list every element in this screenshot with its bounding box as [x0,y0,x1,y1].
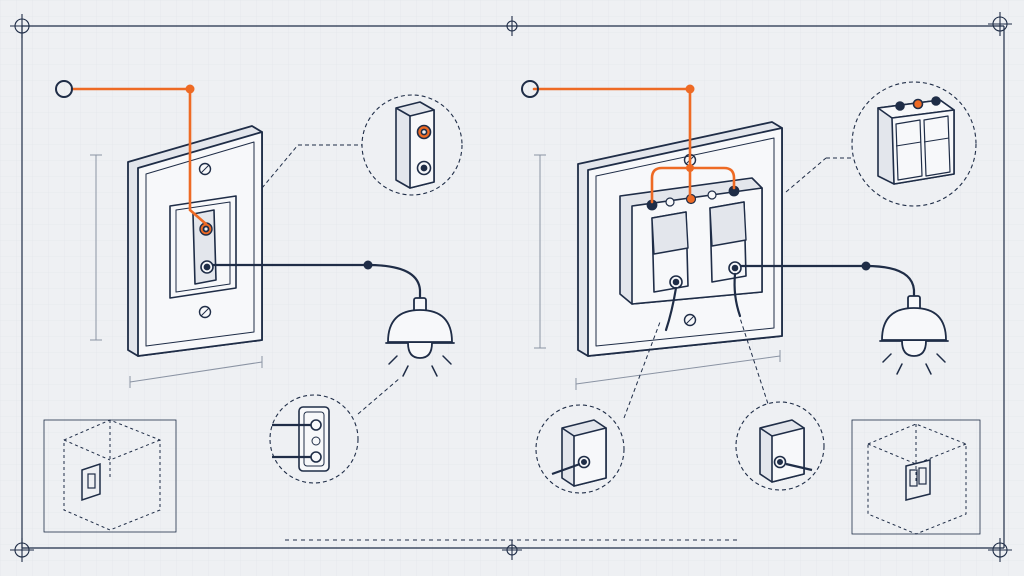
corner-crosshair-icon [10,12,1012,562]
zoom-callout-icon [261,94,463,196]
wire-junction-dot [685,84,695,94]
double-switch-panel [521,80,981,535]
live-wire-left [70,87,208,226]
switch-box-3d-icon [43,419,177,533]
zoom-callout-icon [785,81,977,207]
dimension-lines-left [90,154,263,388]
zoom-callout-icon [735,317,825,491]
zoom-callout-icon [535,321,661,494]
wire-junction-dot [185,84,195,94]
ceiling-lamp-icon [385,297,455,377]
dimension-lines-right [534,154,781,390]
wire-junction-dot [686,164,694,172]
wire-junction-dot [363,260,373,270]
terminal-ring-icon [521,80,539,98]
ceiling-lamp-icon [879,295,949,375]
wall-plate-double [577,121,783,357]
terminal-ring-icon [55,80,73,98]
wall-plate-single [127,125,263,357]
wire-junction-dot [861,261,871,271]
zoom-callout-icon [269,377,401,484]
single-switch-panel [43,80,463,533]
switch-box-3d-icon [851,419,981,535]
